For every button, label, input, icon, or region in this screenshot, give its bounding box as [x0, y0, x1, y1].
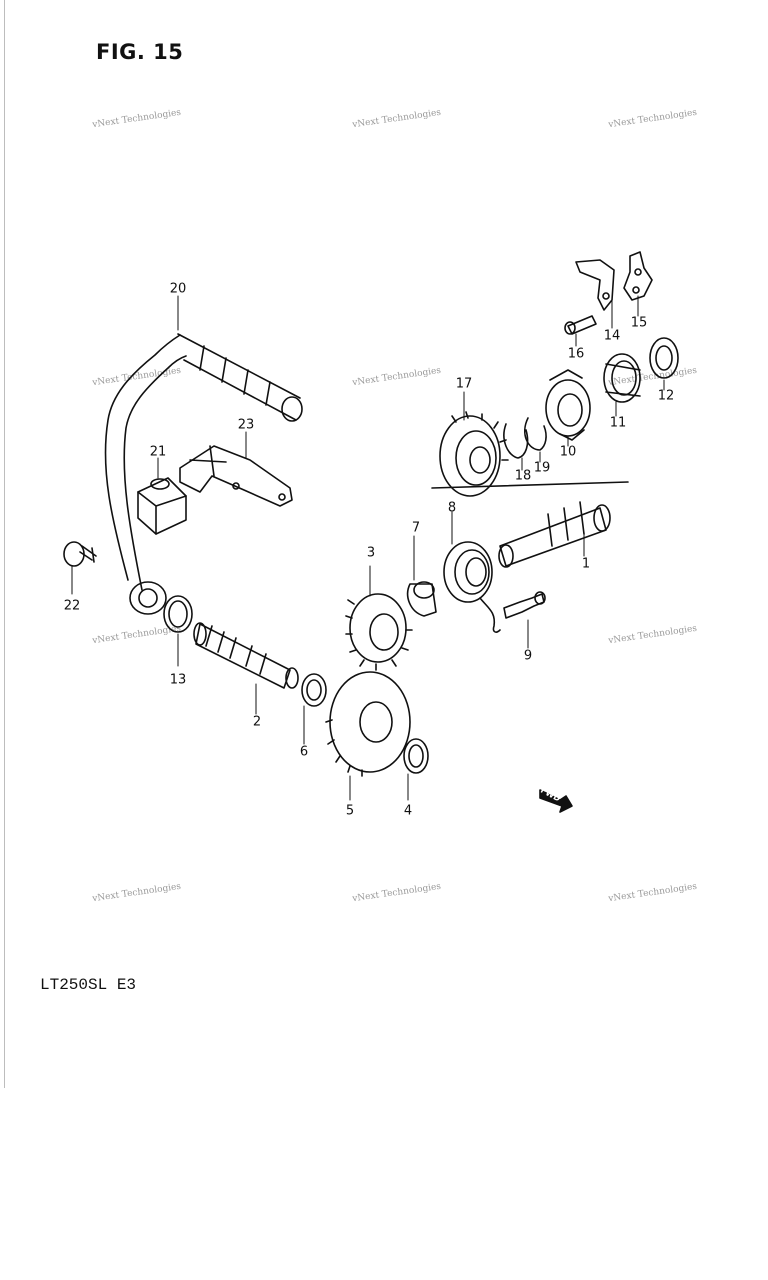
callout-11: 11	[609, 415, 627, 431]
spring-part-8	[443, 541, 501, 633]
callout-6: 6	[299, 744, 309, 760]
plate-part-15	[623, 251, 653, 301]
leader-lines	[71, 295, 665, 801]
callout-2: 2	[252, 714, 262, 730]
washer-part-4	[403, 738, 429, 774]
callout-4: 4	[403, 803, 413, 819]
bracket-part-23	[179, 445, 293, 507]
figure-title: FIG. 15	[96, 40, 184, 64]
callout-16: 16	[567, 346, 585, 362]
callout-8: 8	[447, 500, 457, 516]
callout-5: 5	[345, 803, 355, 819]
page-left-rule	[4, 0, 5, 1088]
callout-14: 14	[603, 328, 621, 344]
callout-10: 10	[559, 444, 577, 460]
spring-part-11	[603, 353, 641, 403]
lever-cap-part-21	[137, 477, 187, 535]
bevel-gear-part-5	[325, 671, 411, 777]
model-code: LT250SL E3	[40, 976, 137, 994]
fwd-arrow-icon	[539, 789, 573, 813]
callout-15: 15	[630, 315, 648, 331]
callout-23: 23	[237, 417, 255, 433]
callout-22: 22	[63, 598, 81, 614]
washer-part-6	[301, 673, 327, 707]
washer-part-12	[649, 337, 679, 379]
shaft-part-1	[431, 481, 629, 568]
plate-part-14	[575, 259, 615, 311]
kick-lever-part-20	[104, 333, 303, 615]
bolt-part-22	[63, 541, 97, 567]
callout-21: 21	[149, 444, 167, 460]
kick-shaft-part-2	[193, 622, 299, 689]
callout-20: 20	[169, 281, 187, 297]
callout-9: 9	[523, 648, 533, 664]
callout-12: 12	[657, 388, 675, 404]
callout-13: 13	[169, 672, 187, 688]
callout-3: 3	[366, 545, 376, 561]
callout-1: 1	[581, 556, 591, 572]
ratchet-part-10	[545, 369, 591, 441]
circlip-part-19	[524, 417, 547, 451]
bolt-part-16	[564, 315, 597, 335]
kick-gear-part-17	[439, 411, 509, 497]
bolt-part-9	[503, 591, 546, 619]
callout-17: 17	[455, 376, 473, 392]
bevel-gear-part-3	[345, 593, 413, 671]
guide-part-7	[406, 581, 437, 617]
seal-part-13	[163, 595, 193, 633]
callout-7: 7	[411, 520, 421, 536]
callout-19: 19	[533, 460, 551, 476]
callout-18: 18	[514, 468, 532, 484]
